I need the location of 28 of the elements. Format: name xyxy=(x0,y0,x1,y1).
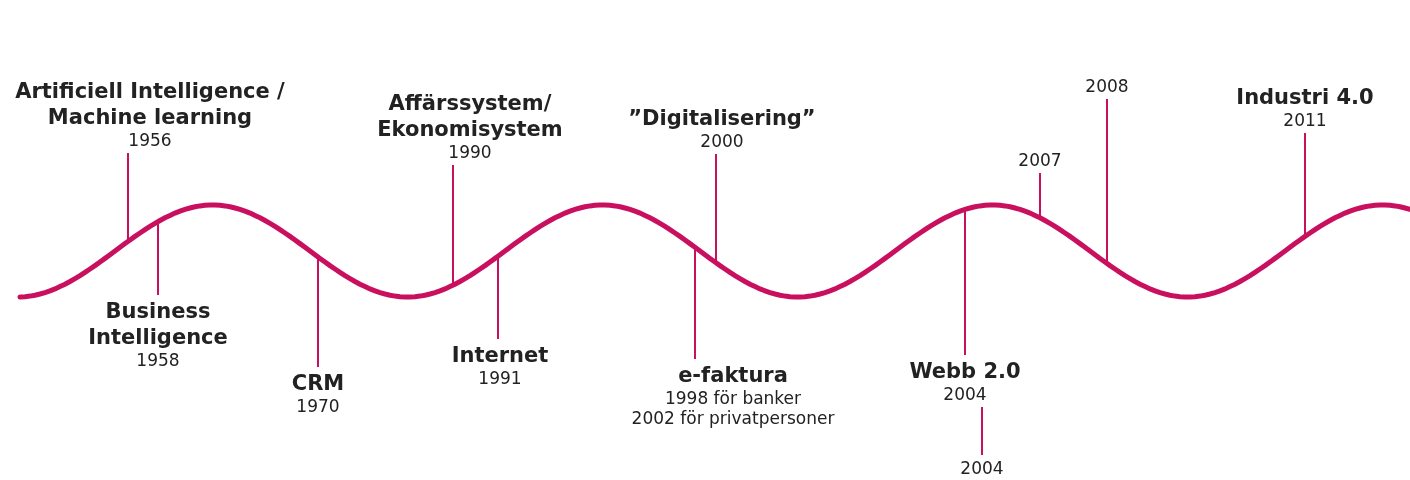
leader-line xyxy=(715,153,717,264)
event-title: e-faktura xyxy=(678,362,788,388)
leader-line xyxy=(1039,172,1041,219)
event-year: 2011 xyxy=(1283,110,1327,130)
event-year: 1998 för banker xyxy=(664,388,802,408)
event-year: 2008 xyxy=(1085,76,1129,96)
event-title: CRM xyxy=(291,370,345,396)
event-year: 1990 xyxy=(448,142,492,162)
leader-line xyxy=(981,406,983,456)
event-title: Webb 2.0 xyxy=(909,358,1021,384)
event-year: 1970 xyxy=(296,396,340,416)
event-year: 2000 xyxy=(700,131,744,151)
leader-line xyxy=(964,208,966,356)
event-title: Affärssystem/ Ekonomisystem xyxy=(376,90,564,142)
leader-line xyxy=(497,255,499,340)
event-title: ”Digitalisering” xyxy=(628,105,816,131)
event-year: 2004 xyxy=(943,384,987,404)
event-title: Artificiell Intelligence / Machine learning xyxy=(14,78,286,130)
event-year: 1991 xyxy=(478,368,522,388)
event-year: 2002 för privatpersoner xyxy=(631,408,835,428)
event-title: Business Intelligence xyxy=(87,298,229,350)
event-year: 2004 xyxy=(960,458,1004,478)
event-year: 2007 xyxy=(1018,150,1062,170)
event-year: 1956 xyxy=(128,130,172,150)
event-title: Industri 4.0 xyxy=(1236,84,1374,110)
event-year: 1958 xyxy=(136,350,180,370)
event-title: Internet xyxy=(451,342,549,368)
leader-line xyxy=(694,246,696,360)
